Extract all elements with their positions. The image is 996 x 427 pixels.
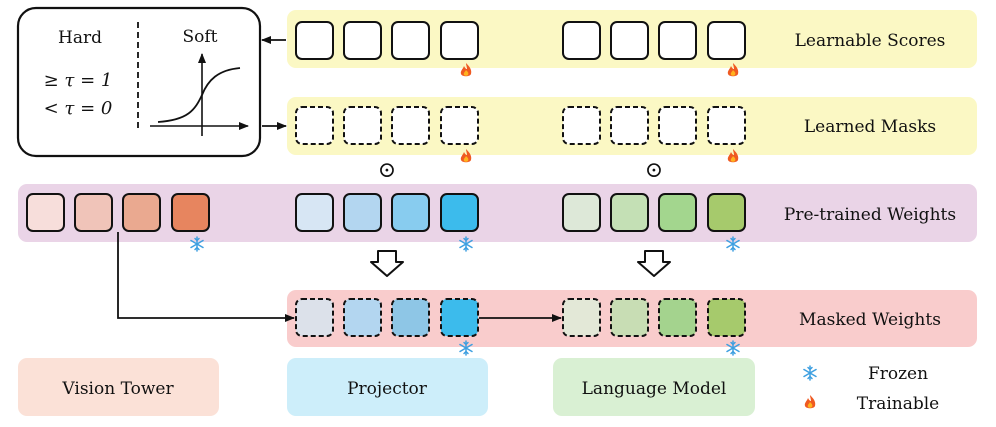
language-weight-block <box>658 193 697 232</box>
language-weight-block <box>707 193 746 232</box>
language-model-label: Language Model <box>582 379 727 399</box>
vision-weight-block <box>74 193 113 232</box>
learnable-scores-label: Learnable Scores <box>795 31 946 51</box>
mask-block <box>610 106 649 145</box>
masked-language-block <box>658 298 697 337</box>
masked-language-block <box>707 298 746 337</box>
vision-weight-block <box>26 193 65 232</box>
threshold-box: Hard Soft ≥ τ = 1 < τ = 0 <box>16 6 262 158</box>
mask-block <box>707 106 746 145</box>
scores-language-blocks <box>562 21 746 60</box>
masked-projector-block <box>391 298 430 337</box>
scores-projector-blocks <box>295 21 479 60</box>
down-arrow-projector <box>370 250 404 277</box>
masked-language-block <box>610 298 649 337</box>
vision-weight-block <box>171 193 210 232</box>
masked-language-block <box>562 298 601 337</box>
vision-weight-blocks <box>26 193 210 232</box>
snowflake-icon <box>803 365 817 381</box>
mask-block <box>440 106 479 145</box>
vision-tower-label: Vision Tower <box>61 379 174 399</box>
mask-block <box>562 106 601 145</box>
learned-masks-label: Learned Masks <box>804 117 936 137</box>
masked-projector-blocks <box>295 298 479 337</box>
masked-weights-label: Masked Weights <box>799 310 941 330</box>
score-block <box>391 21 430 60</box>
mask-block <box>295 106 334 145</box>
language-model-module <box>553 358 755 416</box>
mask-block <box>658 106 697 145</box>
vision-weight-block <box>122 193 161 232</box>
hadamard-operator-language: ⊙ <box>645 158 663 183</box>
language-weight-block <box>610 193 649 232</box>
rule-keep: ≥ τ = 1 <box>44 70 113 91</box>
hard-label: Hard <box>58 28 102 48</box>
vision-to-masked-arrow <box>117 232 295 322</box>
masked-language-blocks <box>562 298 746 337</box>
vision-tower-module <box>18 358 219 416</box>
language-weight-blocks <box>562 193 746 232</box>
projector-weight-block <box>343 193 382 232</box>
rule-drop: < τ = 0 <box>44 98 113 119</box>
pretrained-weights-label: Pre-trained Weights <box>784 205 956 225</box>
masks-projector-blocks <box>295 106 479 145</box>
score-block <box>440 21 479 60</box>
score-block <box>658 21 697 60</box>
score-block <box>707 21 746 60</box>
soft-label: Soft <box>182 27 217 47</box>
score-block <box>562 21 601 60</box>
score-block <box>343 21 382 60</box>
projector-weight-block <box>295 193 334 232</box>
mask-block <box>343 106 382 145</box>
masked-projector-block <box>343 298 382 337</box>
language-weight-block <box>562 193 601 232</box>
masks-language-blocks <box>562 106 746 145</box>
hadamard-operator-projector: ⊙ <box>378 158 396 183</box>
score-block <box>295 21 334 60</box>
down-arrow-language <box>637 250 671 277</box>
projector-weight-block <box>440 193 479 232</box>
legend-trainable-label: Trainable <box>857 394 940 414</box>
fire-icon <box>804 395 816 409</box>
score-block <box>610 21 649 60</box>
projector-weight-block <box>391 193 430 232</box>
legend-frozen-label: Frozen <box>868 364 928 384</box>
masked-projector-block <box>295 298 334 337</box>
mask-block <box>391 106 430 145</box>
sigmoid-curve <box>157 67 241 123</box>
masked-projector-block <box>440 298 479 337</box>
projector-module <box>287 358 488 416</box>
projector-label: Projector <box>347 379 428 399</box>
projector-weight-blocks <box>295 193 479 232</box>
